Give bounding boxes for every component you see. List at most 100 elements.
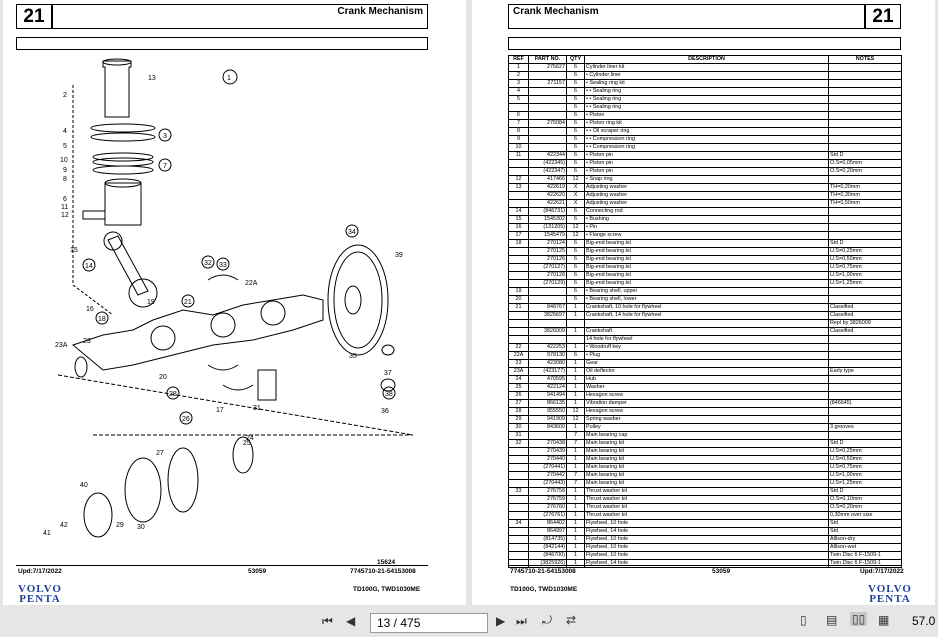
part-no-cell bbox=[528, 87, 567, 96]
ref-cell bbox=[508, 511, 529, 520]
ref-cell: 16 bbox=[508, 223, 529, 232]
ref-cell: 10 bbox=[508, 143, 529, 152]
ref-cell: 28 bbox=[508, 407, 529, 416]
ref-cell bbox=[508, 503, 529, 512]
ref-cell bbox=[508, 199, 529, 208]
ref-cell: 22 bbox=[508, 343, 529, 352]
description-cell: Crankshaft, 14 hole for flywheel bbox=[584, 311, 829, 320]
notes-cell: TH=0,20mm bbox=[828, 183, 902, 192]
part-no-cell: (270443) bbox=[528, 479, 567, 488]
page-number-input[interactable]: 13 / 475 bbox=[370, 613, 488, 633]
description-cell: Thrust washer kit bbox=[584, 503, 829, 512]
ref-cell: 32 bbox=[508, 439, 529, 448]
last-page-icon[interactable]: ⏭ bbox=[516, 614, 527, 628]
qty-cell: 1 bbox=[566, 503, 585, 512]
svg-text:16: 16 bbox=[86, 306, 94, 313]
description-cell: • • Oil scraper ring bbox=[584, 127, 829, 136]
rotate-icon[interactable]: ⤾ bbox=[542, 613, 552, 627]
notes-cell: Allison-wet bbox=[828, 543, 902, 552]
part-no-cell: 843600 bbox=[528, 423, 567, 432]
qty-cell: 7 bbox=[566, 431, 585, 440]
two-page-view-icon[interactable]: ▯▯ bbox=[850, 612, 868, 626]
ref-cell bbox=[508, 311, 529, 320]
page-title: Crank Mechanism bbox=[52, 4, 428, 29]
table-row: 16(131205)12• Pin bbox=[508, 223, 902, 232]
svg-text:31: 31 bbox=[253, 405, 261, 412]
ref-cell: 7 bbox=[508, 119, 529, 128]
first-page-icon[interactable]: ⏮ bbox=[322, 614, 333, 628]
part-no-cell: (276761) bbox=[528, 511, 567, 520]
svg-text:18: 18 bbox=[98, 316, 106, 323]
continuous-view-icon[interactable]: ▤ bbox=[826, 613, 838, 627]
description-cell: Crankshaft bbox=[584, 327, 829, 336]
svg-text:6: 6 bbox=[63, 196, 67, 203]
notes-cell: Classified bbox=[828, 303, 902, 312]
qty-cell: 6 bbox=[566, 263, 585, 272]
updated-date: Upd:7/17/2022 bbox=[18, 568, 62, 575]
qty-cell: 1 bbox=[566, 511, 585, 520]
notes-cell: Std bbox=[828, 519, 902, 528]
ref-cell: 9 bbox=[508, 135, 529, 144]
part-no-cell: 270438 bbox=[528, 439, 567, 448]
notes-cell bbox=[828, 383, 902, 392]
model-name: TD100G, TWD1030ME bbox=[353, 586, 421, 593]
description-cell: Flywheel, 10 hole bbox=[584, 543, 829, 552]
part-no-cell: 955550 bbox=[528, 407, 567, 416]
ref-cell: 19 bbox=[508, 287, 529, 296]
description-cell: Pulley bbox=[584, 423, 829, 432]
qty-cell: 6 bbox=[566, 135, 585, 144]
svg-text:42: 42 bbox=[60, 522, 68, 529]
ref-cell: 12 bbox=[508, 175, 529, 184]
part-no-cell: 422253 bbox=[528, 343, 567, 352]
description-cell: • Bushing bbox=[584, 215, 829, 224]
notes-cell: Twin Disc 6 F-1509-1 bbox=[828, 559, 902, 568]
part-no-cell bbox=[528, 319, 567, 328]
qty-cell: 1 bbox=[566, 543, 585, 552]
part-no-cell: (3825926) bbox=[528, 559, 567, 568]
qty-cell: 6 bbox=[566, 159, 585, 168]
notes-cell: TH=0,30mm bbox=[828, 191, 902, 200]
notes-cell bbox=[828, 127, 902, 136]
single-page-view-icon[interactable]: ▯ bbox=[800, 613, 807, 627]
notes-cell: Classified bbox=[828, 311, 902, 320]
part-no-cell: (131205) bbox=[528, 223, 567, 232]
notes-cell: 3 grooves bbox=[828, 423, 902, 432]
qty-cell: 1 bbox=[566, 311, 585, 320]
part-no-cell: (270129) bbox=[528, 279, 567, 288]
next-page-icon[interactable]: ▶ bbox=[496, 614, 506, 628]
ref-cell: 17 bbox=[508, 231, 529, 240]
qty-cell bbox=[566, 335, 585, 344]
flip-icon[interactable]: ⇄ bbox=[566, 613, 577, 627]
description-cell: Main bearing cap bbox=[584, 431, 829, 440]
subheader-box bbox=[16, 37, 428, 50]
qty-cell: 6 bbox=[566, 63, 585, 72]
part-no-cell: (422347) bbox=[528, 167, 567, 176]
svg-text:38: 38 bbox=[385, 391, 393, 398]
qty-cell: 6 bbox=[566, 215, 585, 224]
grid-view-icon[interactable]: ▦ bbox=[878, 613, 890, 627]
part-reference: 7745710-21-54153008 bbox=[350, 568, 416, 575]
part-no-cell: (842144) bbox=[528, 543, 567, 552]
ref-cell bbox=[508, 543, 529, 552]
svg-text:28: 28 bbox=[169, 391, 177, 398]
description-cell: Hexagon screw bbox=[584, 407, 829, 416]
notes-cell: O.S=0,20mm bbox=[828, 503, 902, 512]
part-no-cell: 270439 bbox=[528, 447, 567, 456]
zoom-level[interactable]: 57.0 bbox=[912, 614, 936, 628]
part-no-cell: 270440 bbox=[528, 455, 567, 464]
notes-cell: (846645) bbox=[828, 399, 902, 408]
description-cell: Big-end bearing kit bbox=[584, 279, 829, 288]
notes-cell: Std D bbox=[828, 487, 902, 496]
svg-text:9: 9 bbox=[63, 167, 67, 174]
previous-page-icon[interactable]: ◀ bbox=[346, 614, 356, 628]
